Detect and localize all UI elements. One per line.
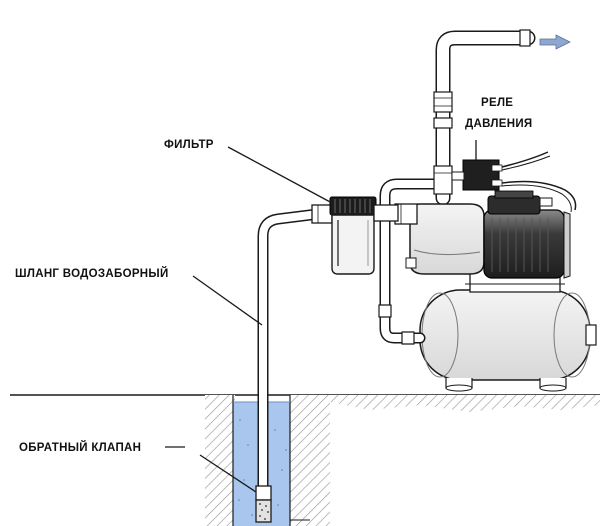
- accumulator-tank: [419, 289, 597, 392]
- filter-leader: [227, 146, 333, 204]
- filter-label: ФИЛЬТР: [164, 139, 214, 151]
- pump-body: [394, 203, 485, 275]
- pressure-switch: [451, 151, 577, 213]
- water-filter: [311, 196, 399, 275]
- hose-label: ШЛАНГ ВОДОЗАБОРНЫЙ: [15, 267, 169, 280]
- relay-label-line1: РЕЛЕ: [481, 97, 513, 109]
- check-valve-leader-diag: [199, 454, 257, 493]
- check-valve: [255, 485, 272, 523]
- check-valve-label: ОБРАТНЫЙ КЛАПАН: [19, 441, 141, 454]
- pump-motor: [483, 190, 571, 279]
- outlet-fittings: [433, 29, 531, 195]
- hose-leader: [192, 275, 263, 326]
- suction-hose: [257, 208, 324, 492]
- leader-lines: [165, 140, 477, 493]
- tank-connection-pipe: [378, 178, 446, 345]
- soil-hatching: [205, 395, 600, 526]
- outlet-riser: [435, 30, 536, 206]
- flow-arrow: [539, 34, 571, 50]
- relay-label-line2: ДАВЛЕНИЯ: [465, 118, 533, 130]
